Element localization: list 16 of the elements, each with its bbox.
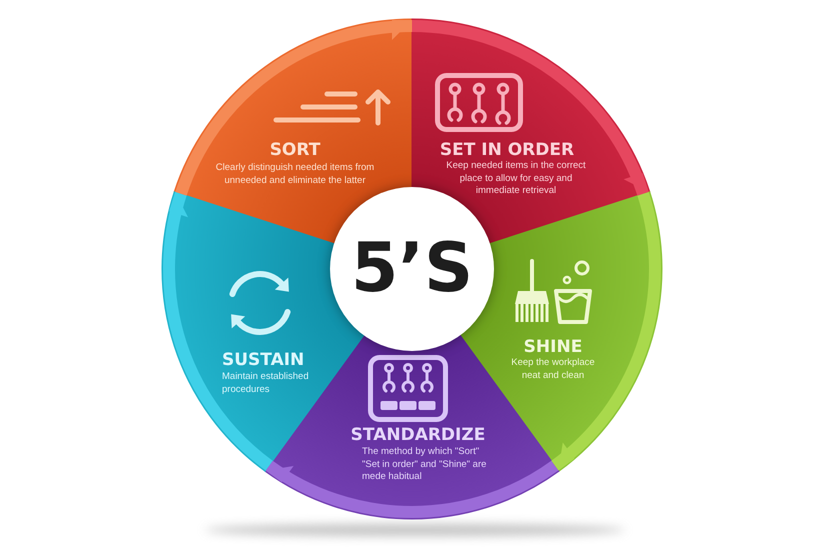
segment-title: SORT <box>268 140 322 160</box>
segment-description: The method by which "Sort" "Set in order" and "Shine" are mede habitual <box>362 446 488 484</box>
rim-arrow <box>163 192 273 470</box>
rim-arrow <box>266 460 558 518</box>
segment-title: SUSTAIN <box>222 350 306 370</box>
segment-description: Maintain established procedures <box>222 371 310 396</box>
hub-label: 5’S <box>350 235 474 303</box>
segment-title: SET IN ORDER <box>438 140 576 160</box>
segment-title: STANDARDIZE <box>350 425 486 445</box>
rim-arrow <box>412 20 649 196</box>
rim-arrow <box>175 20 412 196</box>
segment-title: SHINE <box>522 337 584 357</box>
segment-description: Keep the workplace neat and clean <box>510 357 596 382</box>
segment-description: Keep needed items in the correct place to allow for easy and immediate retrieval <box>445 160 587 198</box>
segment-description: Clearly distinguish needed items from unneeded and eliminate the latter <box>214 162 376 187</box>
rim-arrow <box>551 192 661 470</box>
